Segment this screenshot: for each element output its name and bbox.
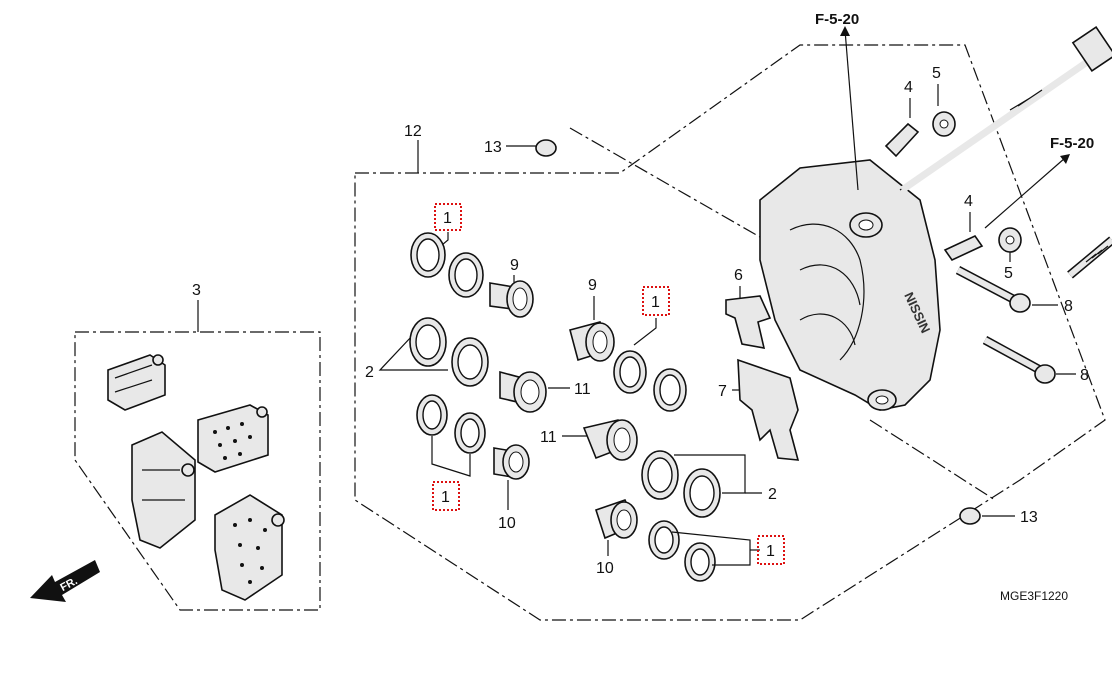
brake-pad-small-upper — [107, 354, 166, 411]
mounting-bolt-right — [1067, 236, 1112, 279]
reference-right: F-5-20 — [1050, 135, 1094, 152]
label-bleeder-top: 4 — [904, 79, 913, 96]
label-bleeder-cap-top: 5 — [932, 65, 941, 82]
label-pad-retainer: 7 — [718, 383, 727, 400]
collar-top — [535, 139, 557, 157]
bleeder-valve-top — [884, 122, 920, 158]
collar-bottom — [959, 507, 981, 525]
pin-bolt-upper — [955, 266, 1031, 313]
label-pad-spring: 6 — [734, 267, 743, 284]
label-seal-bottom-right: 1 — [766, 543, 775, 560]
highlight-seal-bottom-right — [757, 535, 785, 565]
bleeder-valve-right — [943, 234, 984, 262]
label-pin-bolt-upper: 8 — [1064, 298, 1073, 315]
label-pin-bolt-lower: 8 — [1080, 367, 1089, 384]
label-bleeder-right: 4 — [964, 193, 973, 210]
highlight-seal-bottom-left — [432, 481, 460, 511]
pad-set-group: 3 — [30, 282, 321, 611]
label-seal-middle: 1 — [651, 294, 660, 311]
label-piston-b-left: 10 — [498, 515, 516, 532]
label-piston-a-middle: 9 — [588, 277, 597, 294]
label-caliper-kit: 12 — [404, 123, 422, 140]
label-piston-c-middle: 11 — [540, 429, 557, 446]
diagram-code: MGE3F1220 — [1000, 589, 1068, 603]
reference-top: F-5-20 — [815, 11, 859, 28]
label-dust-seal-right: 2 — [768, 486, 777, 503]
caliper-kit-group: 12 13 1 9 2 11 — [354, 44, 1106, 621]
label-bleeder-cap-right: 5 — [1004, 265, 1013, 282]
caliper-body: NISSIN — [759, 159, 941, 411]
label-dust-seal-left: 2 — [365, 364, 374, 381]
label-pad-set: 3 — [192, 282, 201, 299]
pad-spring — [725, 295, 772, 350]
highlight-seal-middle — [642, 286, 670, 316]
front-direction-arrow: FR. — [30, 560, 100, 602]
label-collar-bottom: 13 — [1020, 509, 1038, 526]
label-seal-bottom-left: 1 — [441, 489, 450, 506]
brake-pad-perforated-upper — [197, 404, 269, 473]
mounting-bolt-top — [899, 25, 1112, 193]
highlight-seal-top-left — [434, 203, 462, 231]
pin-bolt-lower — [982, 336, 1056, 384]
brake-pad-large-perforated — [214, 494, 285, 601]
label-seal-top-left: 1 — [443, 210, 452, 227]
brake-pad-large-left — [131, 431, 196, 549]
label-piston-b-bottom: 10 — [596, 560, 614, 577]
label-piston-c-left: 11 — [574, 381, 591, 398]
label-collar-top: 13 — [484, 139, 502, 156]
label-piston-a-left: 9 — [510, 257, 519, 274]
pad-retainer — [737, 358, 800, 461]
